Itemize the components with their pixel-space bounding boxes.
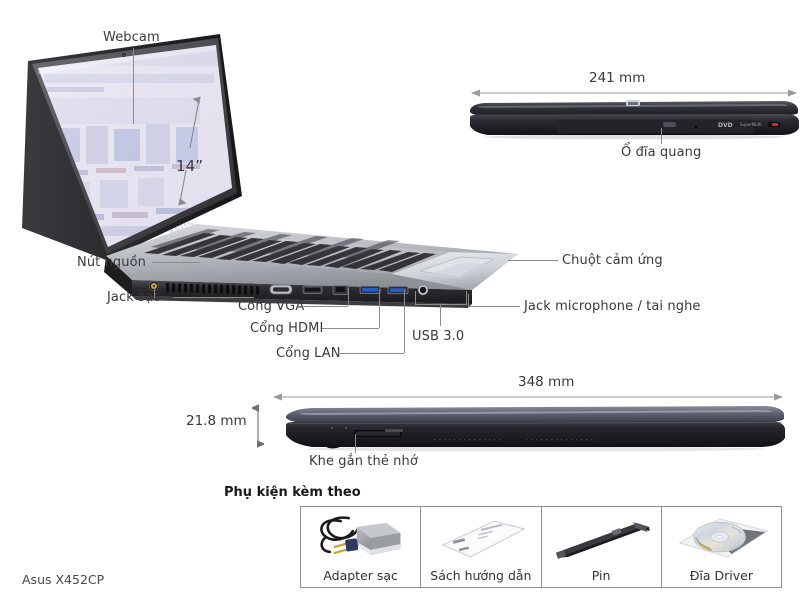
svg-text:SuperMulti: SuperMulti [740, 122, 762, 127]
accessories-table: Adapter sạc Sách hướng d [300, 506, 782, 588]
adapter-brick [356, 523, 401, 555]
callout-label-lan: Cổng LAN [276, 346, 341, 361]
front-lid [286, 406, 784, 423]
callout-label-power-button: Nút nguồn [77, 255, 147, 270]
dimension-label-348mm: 348 mm [518, 374, 575, 390]
svg-text:DVD: DVD [718, 122, 733, 129]
dimension-arrow-348mm [273, 393, 783, 401]
accessory-cell-battery: Pin [542, 507, 662, 587]
side-view-illustration: DVD SuperMulti [470, 100, 799, 140]
callout-label-usb3: USB 3.0 [412, 329, 465, 344]
leader-power-jack-riser [154, 288, 155, 298]
optical-drive-tray [558, 117, 754, 133]
front-view-illustration [286, 406, 785, 452]
leader-card-reader [355, 434, 356, 453]
leader-touchpad [508, 260, 558, 261]
callout-label-vga: Cổng VGA [238, 299, 305, 314]
exhaust-vent [166, 283, 260, 295]
leader-power-jack [173, 297, 254, 298]
leader-lan-riser [404, 290, 405, 353]
optical-drive-eject-button [663, 122, 676, 127]
leader-audio-jack [468, 306, 520, 307]
callout-label-screen-size: 14” [176, 157, 204, 175]
accessories-heading: Phụ kiện kèm theo [224, 485, 361, 500]
accessory-label-driver-disc: Đĩa Driver [689, 568, 753, 583]
lid-hinge-corner [104, 256, 132, 296]
leader-hdmi-riser [379, 289, 380, 328]
accessory-label-battery: Pin [591, 568, 611, 583]
dimension-label-21-8mm: 21.8 mm [186, 413, 247, 429]
hdmi-port [302, 285, 323, 294]
battery-illustration [555, 522, 649, 559]
accessory-label-adapter: Adapter sạc [323, 568, 398, 583]
dvd-logo: DVD SuperMulti [718, 122, 762, 129]
lan-port [332, 285, 349, 295]
power-jack-port [148, 280, 159, 291]
callout-label-optical-drive: Ổ đĩa quang [621, 145, 702, 160]
compact-disc [693, 521, 746, 553]
keyboard-keys [144, 233, 436, 272]
driver-disc-illustration [678, 518, 769, 558]
accessory-cell-adapter: Adapter sạc [301, 507, 422, 587]
leader-audio-jack-riser [468, 294, 469, 307]
manual-illustration [441, 520, 526, 558]
side-lid [470, 101, 798, 116]
accessory-label-manual: Sách hướng dẫn [430, 568, 532, 583]
battery-pack [555, 522, 649, 559]
leader-power-button [152, 262, 200, 263]
dimension-arrow-21-8mm [252, 404, 264, 448]
dimension-label-241mm: 241 mm [589, 70, 646, 86]
leader-usb3-left [415, 291, 416, 305]
vga-port [269, 284, 293, 295]
screen-size-arrow [178, 96, 201, 206]
manual-booklet [441, 520, 526, 558]
dimension-arrow-241mm [471, 89, 797, 97]
callout-label-card-reader: Khe gắn thẻ nhớ [309, 454, 418, 469]
callout-label-power-jack: Jack sạc [107, 290, 161, 305]
accessory-cell-manual: Sách hướng dẫn [421, 507, 542, 587]
leader-vga [302, 306, 348, 307]
usb3-port-2 [387, 285, 409, 295]
card-reader-slot [354, 429, 403, 437]
leader-vga-riser [348, 288, 349, 306]
model-caption: Asus X452CP [22, 572, 105, 587]
leader-usb3-stem [440, 304, 441, 326]
callout-label-webcam: Webcam [103, 30, 160, 45]
callout-label-audio-jack: Jack microphone / tai nghe [524, 299, 701, 314]
usb3-port-1 [359, 285, 381, 294]
leader-hdmi [322, 328, 379, 329]
leader-lan [338, 353, 404, 354]
leader-usb3-right [466, 291, 467, 305]
front-speaker-grille [434, 439, 593, 441]
open-laptop-illustration: ASUS [22, 34, 518, 308]
callout-label-hdmi: Cổng HDMI [250, 321, 324, 336]
leader-webcam [133, 48, 134, 124]
adapter-illustration [320, 516, 401, 555]
audio-jack-port [417, 284, 429, 296]
callout-label-touchpad: Chuột cảm ứng [562, 253, 663, 268]
accessory-cell-driver-disc: Đĩa Driver [662, 507, 781, 587]
front-base [286, 421, 785, 447]
leader-optical-drive [661, 128, 662, 144]
